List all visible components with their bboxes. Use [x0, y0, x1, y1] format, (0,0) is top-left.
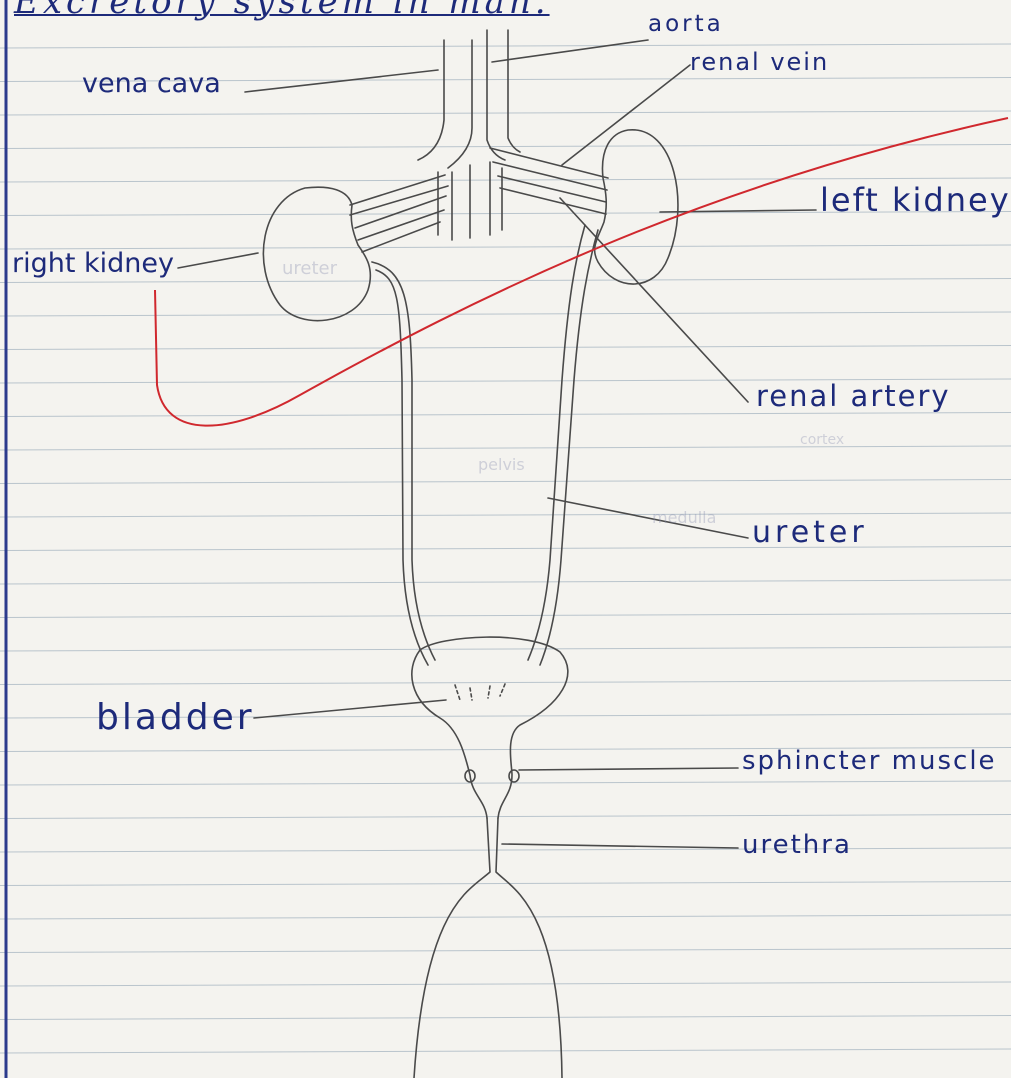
ruled-line	[0, 647, 1011, 651]
label-ureter: ureter	[752, 518, 868, 548]
label-right-kidney: right kidney	[12, 250, 174, 277]
aorta-pointer	[492, 40, 648, 62]
urethra-left	[414, 818, 490, 1078]
renal-artery-pointer	[560, 198, 748, 402]
left-kidney-pointer	[660, 210, 816, 212]
right-ureter	[372, 262, 435, 660]
bladder-pointer	[254, 700, 446, 718]
label-urethra: urethra	[742, 832, 852, 858]
show-through-pelvis: pelvis	[478, 455, 525, 474]
label-sphincter-muscle: sphincter muscle	[742, 748, 997, 774]
ruled-line	[0, 882, 1011, 886]
ureter-pointer	[548, 498, 748, 538]
ureter-openings	[455, 684, 505, 700]
show-through-ureter: ureter	[282, 258, 337, 279]
sphincter-pointer	[519, 768, 738, 770]
label-vena-cava: vena cava	[82, 70, 221, 97]
aorta-vessel	[487, 30, 505, 160]
label-renal-artery: renal artery	[756, 382, 951, 411]
vena-cava-vessel-inner	[448, 40, 472, 168]
ruled-line	[0, 145, 1011, 149]
label-renal-vein: renal vein	[690, 50, 829, 74]
ruled-line	[0, 1016, 1011, 1020]
urethra-pointer	[502, 844, 738, 848]
vena-cava-vessel	[418, 40, 444, 160]
urethra-right	[496, 818, 562, 1078]
ruled-line	[0, 279, 1011, 283]
ruled-line	[0, 1049, 1011, 1053]
bladder-right-wall	[420, 637, 568, 818]
right-ureter-inner	[376, 270, 428, 665]
ruled-line	[0, 949, 1011, 953]
ruled-line	[0, 346, 1011, 350]
right-kidney-pointer	[178, 253, 258, 268]
label-bladder: bladder	[96, 700, 255, 736]
ruled-line	[0, 480, 1011, 484]
vena-cava-pointer	[245, 70, 438, 92]
sphincter-right	[509, 770, 519, 782]
trunk-vessels	[438, 162, 502, 240]
ruled-line	[0, 413, 1011, 417]
renal-vein-pointer	[562, 65, 690, 165]
bladder-left-wall	[412, 650, 487, 818]
ruled-line	[0, 815, 1011, 819]
right-kidney-shape	[263, 187, 370, 320]
ruled-line	[0, 848, 1011, 852]
ruled-line	[0, 44, 1011, 48]
ruled-line	[0, 982, 1011, 986]
page-title: Excretory system in man.	[14, 0, 550, 22]
label-aorta: aorta	[648, 13, 724, 36]
ruled-line	[0, 915, 1011, 919]
ruled-line	[0, 781, 1011, 785]
left-renal-vessels	[490, 148, 608, 214]
left-kidney-shape	[595, 130, 678, 284]
ruled-line	[0, 312, 1011, 316]
ruled-line	[0, 614, 1011, 618]
ruled-line	[0, 446, 1011, 450]
aorta-vessel-inner	[508, 30, 520, 152]
ruled-line	[0, 580, 1011, 584]
show-through-cortex: cortex	[800, 432, 844, 448]
show-through-medulla: medulla	[652, 508, 716, 527]
label-left-kidney: left kidney	[820, 184, 1011, 216]
ruled-line	[0, 111, 1011, 115]
